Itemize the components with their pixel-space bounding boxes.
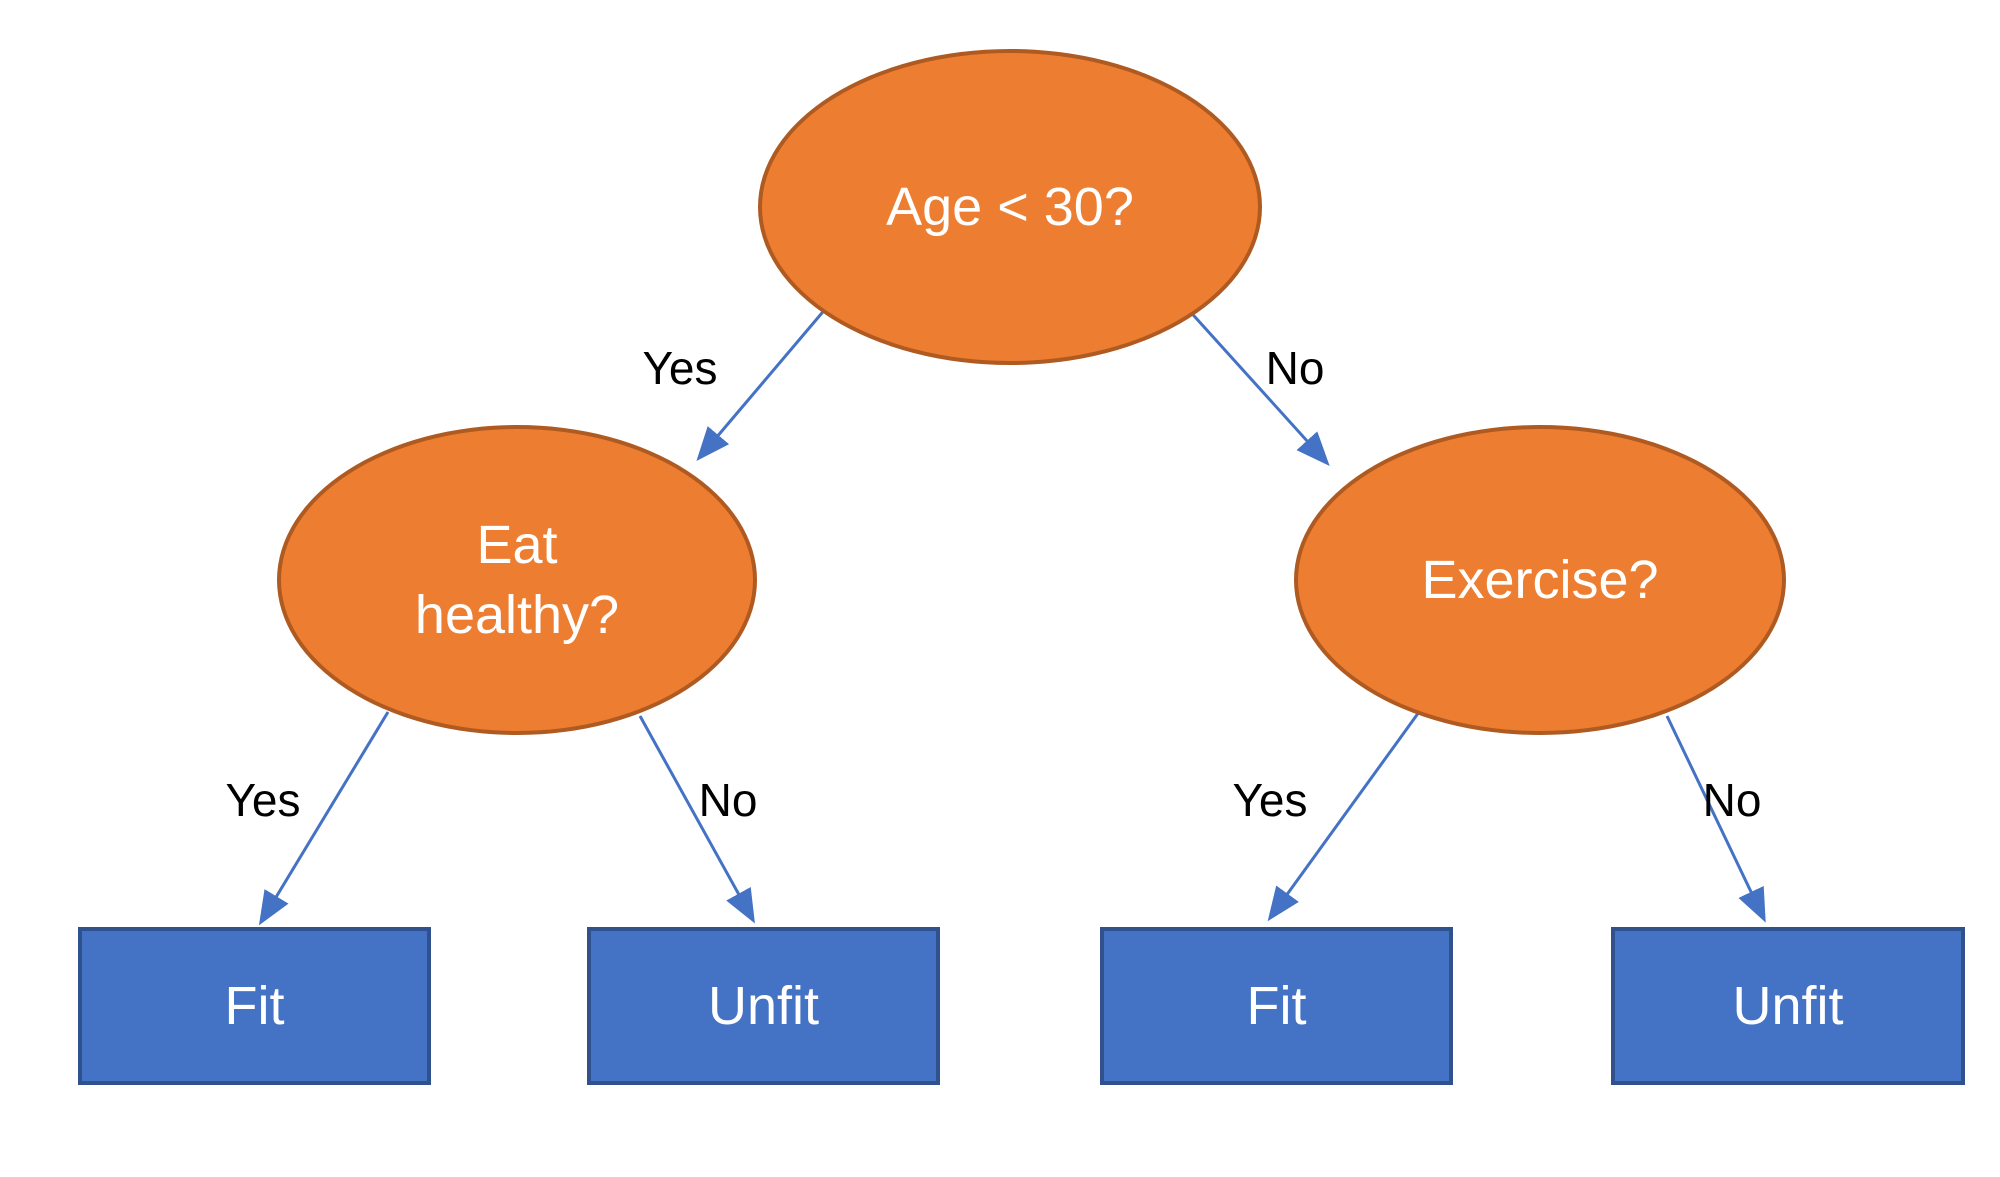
leaf-unfit-left: Unfit (587, 927, 940, 1085)
edge-label-eat-healthy-no: No (698, 774, 758, 826)
edge-age-yes-arrow (696, 306, 829, 462)
edge-age-no-arrow (1184, 305, 1330, 466)
edge-eat-healthy-no-arrow (638, 715, 755, 924)
node-exercise: Exercise? (1294, 425, 1786, 735)
leaf-fit-right-label: Fit (1246, 976, 1307, 1036)
edge-label-exercise-yes: Yes (1232, 774, 1308, 826)
node-exercise-label: Exercise? (1421, 549, 1659, 610)
edge-exercise-yes-arrow (1267, 711, 1421, 922)
node-age: Age < 30? (758, 49, 1262, 365)
leaf-fit-left: Fit (78, 927, 431, 1085)
node-eat-healthy: Eat healthy? (277, 425, 757, 735)
node-age-label: Age < 30? (886, 176, 1134, 237)
edge-eat-healthy-yes-arrow (258, 711, 390, 926)
leaf-fit-right: Fit (1100, 927, 1453, 1085)
leaf-unfit-right-label: Unfit (1732, 976, 1844, 1036)
edge-label-eat-healthy-yes: Yes (225, 774, 301, 826)
edge-label-age-yes: Yes (642, 342, 718, 394)
leaf-unfit-right: Unfit (1611, 927, 1965, 1085)
edge-label-age-no: No (1265, 342, 1325, 394)
edge-label-exercise-no: No (1702, 774, 1762, 826)
leaf-fit-left-label: Fit (224, 976, 285, 1036)
node-eat-healthy-label: Eat healthy? (414, 514, 620, 645)
edge-exercise-no-arrow (1665, 715, 1766, 923)
leaf-unfit-left-label: Unfit (707, 976, 820, 1036)
